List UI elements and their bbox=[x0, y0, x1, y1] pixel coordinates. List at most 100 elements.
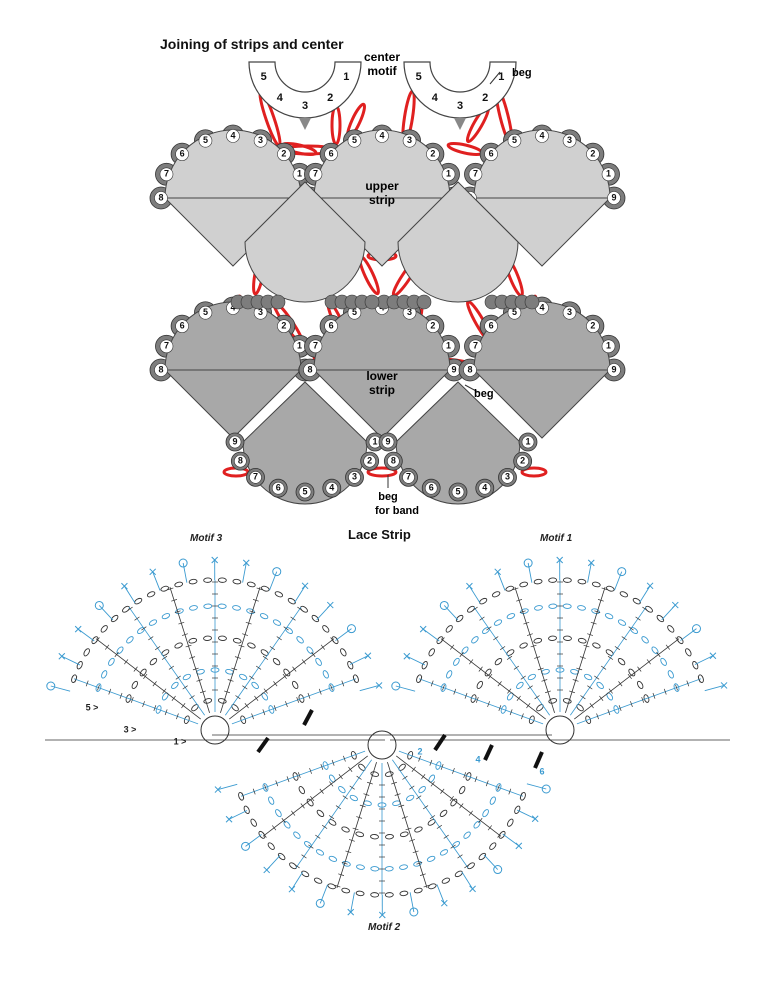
chain-stitch bbox=[536, 704, 544, 712]
chain-stitch bbox=[506, 613, 516, 620]
chain-stitch bbox=[188, 637, 198, 644]
dc-stitch bbox=[574, 638, 680, 720]
chain-stitch bbox=[514, 805, 521, 814]
picot-stem bbox=[497, 571, 506, 591]
dc-tick bbox=[607, 655, 614, 660]
dc-tick bbox=[402, 775, 408, 780]
dc-tick bbox=[154, 646, 161, 651]
center-number: 3 bbox=[457, 100, 463, 112]
chain-stitch bbox=[577, 605, 586, 611]
dc-tick bbox=[249, 675, 255, 680]
chain-stitch bbox=[421, 661, 428, 670]
sc-x bbox=[58, 652, 66, 660]
lower-motif-point bbox=[163, 369, 303, 439]
motif-1-chart bbox=[390, 556, 730, 745]
chain-stitch bbox=[527, 673, 536, 681]
chain-stitch bbox=[311, 614, 320, 623]
dc-tick bbox=[596, 713, 599, 720]
dc-tick bbox=[464, 692, 468, 699]
dc-tick bbox=[301, 659, 306, 665]
chain-stitch bbox=[260, 649, 269, 656]
dc-tick bbox=[124, 659, 129, 665]
chain-stitch bbox=[455, 614, 464, 623]
join-chain bbox=[520, 466, 548, 478]
dc-tick bbox=[412, 850, 419, 854]
sc-x bbox=[720, 682, 728, 689]
petal-number: 8 bbox=[158, 364, 163, 374]
dc-tick bbox=[449, 644, 455, 650]
chain-stitch bbox=[327, 883, 336, 890]
chain-stitch bbox=[315, 657, 322, 666]
chain-stitch bbox=[239, 673, 248, 681]
chain-stitch bbox=[413, 887, 423, 894]
number-bubble bbox=[402, 471, 415, 484]
dc-tick bbox=[185, 644, 192, 648]
dc-tick bbox=[352, 676, 356, 683]
center-number: 2 bbox=[327, 92, 333, 104]
chain-stitch bbox=[267, 842, 275, 850]
dc-tick bbox=[320, 763, 324, 770]
number-bubble bbox=[468, 339, 483, 354]
dc-tick bbox=[443, 834, 449, 839]
chain-stitch bbox=[161, 649, 170, 656]
number-bubble bbox=[562, 305, 577, 320]
dc-tick bbox=[192, 667, 199, 671]
chain-stitch bbox=[174, 642, 183, 649]
dc-stitch bbox=[95, 638, 201, 720]
chain-stitch bbox=[584, 673, 593, 681]
petal-number: 3 bbox=[567, 307, 572, 317]
chain-stitch bbox=[685, 648, 692, 657]
chain-stitch bbox=[272, 658, 281, 666]
dc-tick bbox=[290, 616, 296, 621]
dc-tick bbox=[475, 696, 479, 703]
chain-stitch bbox=[217, 577, 227, 583]
dc-stitch bbox=[440, 638, 546, 720]
dc-tick bbox=[440, 788, 445, 794]
dc-stitch bbox=[231, 678, 357, 725]
dc-tick bbox=[537, 667, 544, 671]
picot-stem bbox=[50, 685, 71, 692]
picot-stem bbox=[516, 809, 536, 820]
chain-stitch bbox=[83, 648, 90, 657]
dc-tick bbox=[580, 695, 586, 700]
petal-number: 1 bbox=[297, 341, 302, 351]
sc-x bbox=[121, 582, 128, 590]
picot bbox=[409, 907, 419, 917]
chain-stitch bbox=[563, 635, 572, 641]
petal-number: 7 bbox=[313, 169, 318, 179]
picot-stem bbox=[349, 655, 369, 665]
picot-stem bbox=[294, 585, 306, 604]
dc-tick bbox=[512, 587, 519, 591]
chain-stitch bbox=[562, 577, 572, 583]
picot bbox=[523, 558, 533, 568]
dc-tick bbox=[527, 685, 533, 690]
petal-number: 7 bbox=[164, 169, 169, 179]
dc-tick bbox=[271, 825, 277, 831]
dc-tick bbox=[301, 854, 307, 859]
picot-stem bbox=[350, 892, 355, 913]
dc-tick bbox=[665, 644, 671, 650]
join-bar bbox=[533, 751, 544, 769]
chain-stitch bbox=[548, 603, 558, 609]
petal-number: 1 bbox=[606, 169, 611, 179]
dc-tick bbox=[422, 805, 429, 810]
dc-tick bbox=[134, 616, 140, 621]
dc-tick bbox=[359, 804, 366, 808]
chain-stitch bbox=[548, 635, 557, 641]
dc-tick bbox=[697, 676, 701, 683]
center-ring bbox=[200, 715, 230, 745]
number-bubble bbox=[198, 133, 213, 148]
picot bbox=[346, 624, 356, 634]
dc-tick bbox=[176, 713, 179, 720]
dc-tick bbox=[391, 781, 397, 785]
chain-stitch bbox=[534, 605, 543, 611]
petal-number: 5 bbox=[512, 307, 517, 317]
dc-tick bbox=[663, 688, 667, 695]
number-bubble bbox=[308, 339, 323, 354]
dc-tick bbox=[430, 781, 435, 787]
dc-tick bbox=[291, 810, 296, 816]
chain-stitch bbox=[76, 661, 83, 670]
chain-stitch bbox=[596, 681, 604, 689]
dc-tick bbox=[254, 695, 259, 701]
chain-stitch bbox=[519, 642, 528, 649]
